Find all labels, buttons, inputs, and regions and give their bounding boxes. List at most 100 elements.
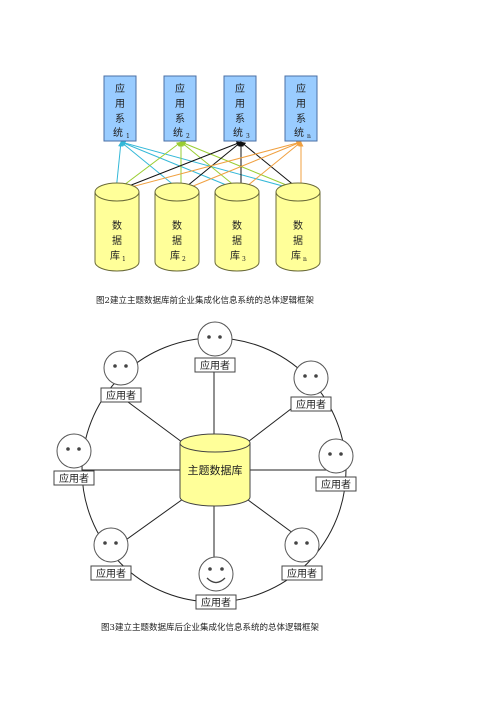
user-face-icon bbox=[93, 527, 129, 563]
app-system-box bbox=[223, 75, 257, 142]
theme-database-top bbox=[179, 433, 251, 453]
user-label-box bbox=[53, 470, 95, 486]
figure-3: 主题数据库 应用者 应用者 应用者 bbox=[53, 321, 357, 633]
app-char: 统 bbox=[294, 126, 304, 139]
eye bbox=[208, 567, 212, 571]
app-subscript: n bbox=[307, 133, 311, 140]
user-face-icon bbox=[284, 527, 320, 563]
app-char: 系 bbox=[115, 113, 125, 125]
db-char: 库 bbox=[291, 249, 301, 262]
app-system-box bbox=[103, 75, 137, 142]
user-face-icon bbox=[56, 433, 92, 469]
eye bbox=[305, 541, 309, 545]
db-subscript: 3 bbox=[242, 256, 246, 263]
eye bbox=[220, 567, 224, 571]
database-1: 数 据 库 1 bbox=[94, 182, 140, 272]
app-char: 应 bbox=[296, 82, 306, 95]
app-char: 系 bbox=[296, 113, 306, 125]
user-label-box bbox=[290, 396, 332, 412]
database-2: 数 据 库 2 bbox=[154, 182, 200, 272]
app-char: 用 bbox=[296, 99, 306, 110]
app-system-3: 应 用 系 统 3 bbox=[223, 75, 257, 142]
user-bottom-right: 应用者 bbox=[281, 527, 323, 581]
eye bbox=[303, 374, 307, 378]
eye bbox=[294, 541, 298, 545]
eye bbox=[314, 374, 318, 378]
user-face-icon bbox=[318, 438, 354, 474]
app-char: 应 bbox=[115, 82, 125, 95]
user-label: 应用者 bbox=[200, 359, 230, 372]
db-char: 据 bbox=[172, 234, 182, 247]
user-label-box bbox=[195, 594, 237, 610]
db-char: 据 bbox=[112, 234, 122, 247]
db-subscript: n bbox=[303, 256, 307, 263]
app-char: 系 bbox=[235, 113, 245, 125]
db-char: 数 bbox=[293, 219, 303, 232]
user-label-box bbox=[281, 565, 323, 581]
user-bottom: 应用者 bbox=[195, 556, 237, 610]
database-n: 数 据 库 n bbox=[275, 182, 321, 272]
user-label-box bbox=[315, 476, 357, 492]
app-char: 系 bbox=[175, 113, 185, 125]
user-label: 应用者 bbox=[296, 398, 326, 411]
database-cylinder-top bbox=[154, 182, 200, 202]
user-label: 应用者 bbox=[287, 567, 317, 580]
app-system-box bbox=[163, 75, 197, 142]
user-left: 应用者 bbox=[53, 433, 95, 486]
app-system-2: 应 用 系 统 2 bbox=[163, 75, 197, 142]
eye bbox=[218, 335, 222, 339]
eye bbox=[124, 364, 128, 368]
user-top: 应用者 bbox=[194, 321, 236, 373]
user-bottom-left: 应用者 bbox=[90, 527, 132, 581]
figure-2: 应 用 系 统 1 应 用 系 统 2 应 用 系 统 3 应 用 系 统 bbox=[94, 75, 321, 306]
theme-database-label: 主题数据库 bbox=[188, 463, 243, 477]
user-label: 应用者 bbox=[96, 567, 126, 580]
user-face-icon bbox=[103, 350, 139, 386]
spoke bbox=[239, 401, 301, 449]
user-top-right: 应用者 bbox=[290, 360, 332, 412]
db-char: 库 bbox=[110, 249, 120, 262]
theme-database-cylinder bbox=[179, 442, 251, 507]
database-cylinder-top bbox=[94, 182, 140, 202]
app-char: 统 bbox=[233, 126, 243, 139]
user-label: 应用者 bbox=[106, 389, 136, 402]
db-char: 数 bbox=[112, 219, 122, 232]
app-char: 统 bbox=[113, 126, 123, 139]
user-label: 应用者 bbox=[59, 472, 89, 485]
eye bbox=[114, 541, 118, 545]
db-char: 数 bbox=[172, 219, 182, 232]
app-char: 统 bbox=[173, 126, 183, 139]
db-subscript: 2 bbox=[182, 256, 186, 263]
connections-fig2 bbox=[113, 140, 304, 193]
db-char: 库 bbox=[230, 249, 240, 262]
app-char: 用 bbox=[115, 99, 125, 110]
theme-database: 主题数据库 bbox=[179, 433, 251, 507]
app-subscript: 2 bbox=[186, 133, 190, 140]
db-char: 数 bbox=[232, 219, 242, 232]
database-cylinder bbox=[154, 191, 200, 272]
spoke bbox=[127, 401, 191, 449]
smiley-face-icon bbox=[198, 556, 234, 592]
app-char: 用 bbox=[235, 99, 245, 110]
user-face-icon bbox=[197, 321, 233, 357]
spoke bbox=[122, 493, 191, 543]
database-cylinder-top bbox=[214, 182, 260, 202]
user-label-box bbox=[90, 565, 132, 581]
eye bbox=[339, 452, 343, 456]
app-system-1: 应 用 系 统 1 bbox=[103, 75, 137, 142]
app-system-n: 应 用 系 统 n bbox=[284, 75, 318, 142]
user-top-left: 应用者 bbox=[100, 350, 142, 403]
user-label-box bbox=[100, 387, 142, 403]
database-cylinder bbox=[214, 191, 260, 272]
user-face-icon bbox=[293, 360, 329, 396]
app-system-box bbox=[284, 75, 318, 142]
eye bbox=[66, 447, 70, 451]
app-char: 应 bbox=[175, 82, 185, 95]
db-subscript: 1 bbox=[122, 256, 126, 263]
database-3: 数 据 库 3 bbox=[214, 182, 260, 272]
connector bbox=[240, 141, 302, 192]
db-char: 库 bbox=[170, 249, 180, 262]
app-char: 用 bbox=[175, 99, 185, 110]
app-char: 应 bbox=[235, 82, 245, 95]
